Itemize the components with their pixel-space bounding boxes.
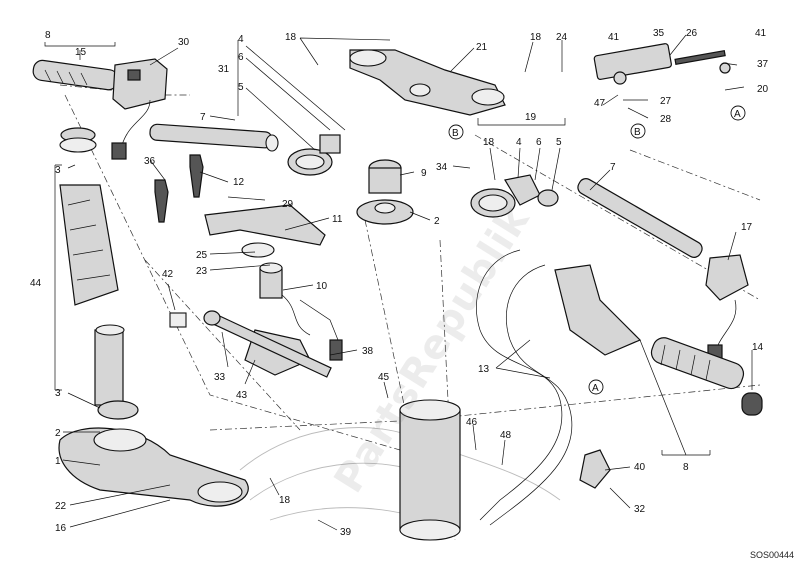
steering-head [399, 399, 461, 541]
callout-label: 28 [660, 114, 672, 125]
callout-label: 2 [55, 428, 61, 439]
callout-label: 26 [686, 28, 698, 39]
callout-label: 19 [525, 112, 537, 123]
callout-label: 20 [757, 84, 769, 95]
callout-label: 37 [757, 59, 769, 70]
callout-label: 29 [282, 199, 294, 210]
ref-label-B: B [634, 127, 641, 138]
callout-label: 25 [196, 250, 208, 261]
throttle-tube [554, 264, 642, 356]
top-yoke [349, 49, 506, 116]
handlebar-right [577, 178, 703, 258]
ref-marker-A-upper [730, 105, 746, 121]
leader-lines [44, 34, 753, 531]
callout-label: 5 [238, 82, 244, 93]
callout-label: 4 [516, 137, 522, 148]
callout-label: 38 [362, 346, 374, 357]
ref-marker-B-upper [448, 124, 464, 140]
ref-label-B: B [452, 128, 459, 139]
cable-guide [579, 449, 611, 489]
callout-label: 10 [316, 281, 328, 292]
callout-labels: 8 15 30 4 6 31 5 7 18 21 18 24 41 35 26 … [30, 28, 769, 538]
callout-label: 43 [236, 390, 248, 401]
callout-label: 6 [536, 137, 542, 148]
callout-label: 31 [218, 64, 230, 75]
callout-label: 8 [683, 462, 689, 473]
callout-label: 7 [200, 112, 206, 123]
callout-label: 18 [483, 137, 495, 148]
steering-damper [593, 43, 731, 85]
callout-label: 46 [466, 417, 478, 428]
callout-label: 8 [45, 30, 51, 41]
callout-label: 39 [340, 527, 352, 538]
steering-lock-tube [169, 310, 332, 378]
callout-label: 3 [55, 388, 61, 399]
bottom-yoke [58, 427, 249, 507]
callout-label: 5 [556, 137, 562, 148]
callout-label: 4 [238, 34, 244, 45]
callout-label: 30 [178, 37, 190, 48]
callout-label: 23 [196, 266, 208, 277]
callout-label: 18 [530, 32, 542, 43]
callout-label: 1 [55, 456, 61, 467]
callout-label: 24 [556, 32, 568, 43]
right-switch-housing [705, 254, 749, 361]
handlebar-clamp-left [287, 134, 341, 176]
ref-marker-A-lower [588, 379, 604, 395]
callout-label: 42 [162, 269, 174, 280]
callout-label: 44 [30, 278, 42, 289]
callout-label: 9 [421, 168, 427, 179]
left-grip [32, 59, 119, 91]
throttle-housing [470, 174, 559, 218]
callout-label: 40 [634, 462, 646, 473]
callout-label: 45 [378, 372, 390, 383]
throttle-cables [476, 249, 573, 526]
handlebar-left [149, 123, 279, 152]
callout-label: 2 [434, 216, 440, 227]
callout-label: 14 [752, 342, 764, 353]
callout-label: 3 [55, 165, 61, 176]
callout-label: 48 [500, 430, 512, 441]
dust-cover [59, 184, 119, 306]
callout-label: 35 [653, 28, 665, 39]
keys [154, 154, 204, 223]
callout-label: 6 [238, 52, 244, 63]
callout-label: 18 [279, 495, 291, 506]
steering-stem [94, 324, 139, 420]
callout-label: 21 [476, 42, 488, 53]
callout-label: 32 [634, 504, 646, 515]
ignition-switch [356, 159, 414, 225]
callout-label: 13 [478, 364, 490, 375]
callout-label: 27 [660, 96, 672, 107]
bearing-ring-upper [59, 127, 97, 153]
callout-label: 41 [608, 32, 620, 43]
callout-label: 12 [233, 177, 245, 188]
callout-label: 47 [594, 98, 606, 109]
diagram-code: SOS00444 [749, 550, 794, 560]
ref-label-A: A [592, 383, 599, 394]
ref-label-A: A [734, 109, 741, 120]
ignition-bracket [204, 204, 326, 299]
callout-label: 16 [55, 523, 67, 534]
callout-label: 22 [55, 501, 67, 512]
callout-label: 33 [214, 372, 226, 383]
callout-label: 7 [610, 162, 616, 173]
callout-label: 41 [755, 28, 767, 39]
callout-label: 15 [75, 47, 87, 58]
callout-label: 36 [144, 156, 156, 167]
ref-marker-B-lower [630, 123, 646, 139]
left-switch-housing [111, 58, 168, 160]
callout-label: 17 [741, 222, 753, 233]
callout-label: 34 [436, 162, 448, 173]
callout-label: 11 [332, 214, 343, 225]
callout-label: 18 [285, 32, 297, 43]
right-grip [650, 337, 763, 416]
